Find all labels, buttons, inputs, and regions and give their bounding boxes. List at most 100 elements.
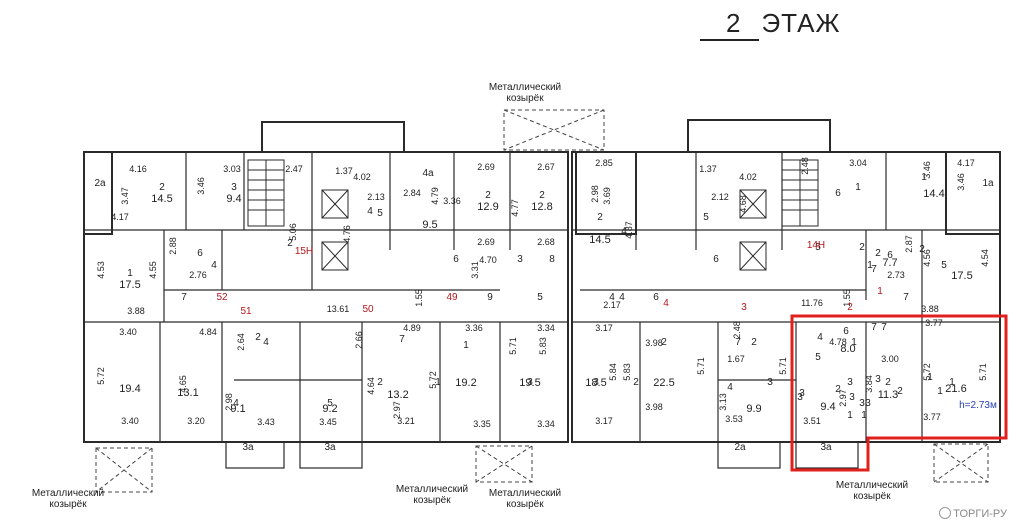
dimension-label: 5.71 <box>508 337 518 355</box>
dimension-label: 2.88 <box>168 237 178 255</box>
room-number: 1 <box>867 260 873 271</box>
dimension-label: 2.48 <box>800 157 810 175</box>
room-area: 14.4 <box>923 188 944 200</box>
room-code: 50 <box>362 304 374 315</box>
dimension-label: 5.83 <box>538 337 548 355</box>
room-area: 22.5 <box>653 377 674 389</box>
dimension-label: 4.76 <box>342 225 352 243</box>
dimension-label: 3.17 <box>595 416 613 426</box>
room-area: 9.1 <box>230 403 245 415</box>
room-number: 3 <box>527 377 533 388</box>
room-number: 2 <box>661 337 667 348</box>
stair-core-right <box>739 159 819 271</box>
dimension-label: 11.76 <box>801 298 823 308</box>
room-number: 4 <box>211 260 217 271</box>
room-area: 12.9 <box>477 201 498 213</box>
room-number: 6 <box>843 326 849 337</box>
dimension-label: 1.67 <box>727 354 745 364</box>
room-number: 3 <box>849 392 855 403</box>
dimension-label: 4.53 <box>96 261 106 279</box>
dimension-label: 1.55 <box>414 289 424 307</box>
room-number: 1 <box>851 337 857 348</box>
room-number: 5 <box>327 398 333 409</box>
room-code: 1 <box>877 286 883 297</box>
dimension-label: 3.34 <box>537 419 555 429</box>
dimension-label: 3.20 <box>187 416 205 426</box>
dimension-label: 4.78 <box>829 337 847 347</box>
dimension-label: 4.16 <box>129 164 147 174</box>
room-number: 3a <box>242 442 254 453</box>
dimension-label: 2.84 <box>403 188 421 198</box>
room-area: 14.5 <box>151 193 172 205</box>
dimension-label: 5.83 <box>622 363 632 381</box>
room-number: 3 <box>847 377 853 388</box>
room-number: 3 <box>799 388 805 399</box>
dimension-label: 2.47 <box>285 164 303 174</box>
room-number: 3 <box>593 377 599 388</box>
room-code: 52 <box>216 292 228 303</box>
dimension-label: 3.03 <box>223 164 241 174</box>
room-number: 2 <box>287 238 293 249</box>
dimension-label: 4.02 <box>739 172 757 182</box>
room-area: 21.6 <box>945 383 966 395</box>
dimension-label: 2.13 <box>367 192 385 202</box>
room-number: 5 <box>537 292 543 303</box>
room-number: 3 <box>231 182 237 193</box>
room-code: 14Н <box>807 240 825 251</box>
room-area: 13.1 <box>177 387 198 399</box>
room-number: 5 <box>703 212 709 223</box>
room-number: 1a <box>982 178 994 189</box>
dimension-label: 3.98 <box>645 402 663 412</box>
room-number: 2 <box>597 212 603 223</box>
watermark: ТОРГИ-РУ <box>939 507 1007 520</box>
room-number: 2 <box>835 384 841 395</box>
room-number: 7 <box>871 264 877 275</box>
dimension-label: 4.64 <box>366 377 376 395</box>
room-number: 1 <box>861 410 867 421</box>
dimension-label: 3.47 <box>120 187 130 205</box>
room-code: 49 <box>446 292 458 303</box>
dimension-label: 3.31 <box>470 261 480 279</box>
dimension-label: 1.37 <box>335 166 353 176</box>
dimension-label: 3.35 <box>473 419 491 429</box>
room-area: 9.4 <box>820 401 835 413</box>
dimension-label: 2.69 <box>477 162 495 172</box>
room-number: 3 <box>859 398 865 409</box>
selected-unit-outline <box>790 314 1008 472</box>
ceiling-height-note: h=2.73м <box>959 400 997 411</box>
dimension-label: 2.66 <box>354 331 364 349</box>
room-number: 1 <box>921 172 927 183</box>
stair-core-left <box>247 159 349 271</box>
dimension-label: 5.72 <box>922 363 932 381</box>
room-number: 1 <box>127 268 133 279</box>
room-area: 8.0 <box>840 343 855 355</box>
room-number: 8 <box>549 254 555 265</box>
canopy-label-bottom-left: Металлический козырёк <box>31 488 105 510</box>
room-number: 3 <box>797 392 803 403</box>
dimension-label: 2.73 <box>887 270 905 280</box>
room-number: 2 <box>875 248 881 259</box>
room-number: 1 <box>847 410 853 421</box>
dimension-label: 3.40 <box>121 416 139 426</box>
room-code: 4 <box>663 298 669 309</box>
room-number: 5 <box>941 260 947 271</box>
watermark-text: ТОРГИ-РУ <box>953 508 1007 520</box>
room-number: 1 <box>855 182 861 193</box>
dimension-label: 4.84 <box>199 327 217 337</box>
dimension-label: 3.40 <box>119 327 137 337</box>
room-number: 6 <box>453 254 459 265</box>
room-number: 3a <box>324 442 336 453</box>
room-number: 4 <box>263 337 269 348</box>
room-number: 4a <box>422 168 434 179</box>
dimension-label: 3.46 <box>956 173 966 191</box>
dimension-label: 2.87 <box>904 235 914 253</box>
dimension-label: 5.72 <box>428 371 438 389</box>
dimension-label: 4.70 <box>479 255 497 265</box>
room-area: 19.4 <box>119 383 140 395</box>
dimension-label: 3.04 <box>849 158 867 168</box>
dimension-label: 2.97 <box>838 389 848 407</box>
room-number: 2 <box>751 337 757 348</box>
dimension-label: 5.06 <box>288 223 298 241</box>
dimension-label: 3.43 <box>257 417 275 427</box>
